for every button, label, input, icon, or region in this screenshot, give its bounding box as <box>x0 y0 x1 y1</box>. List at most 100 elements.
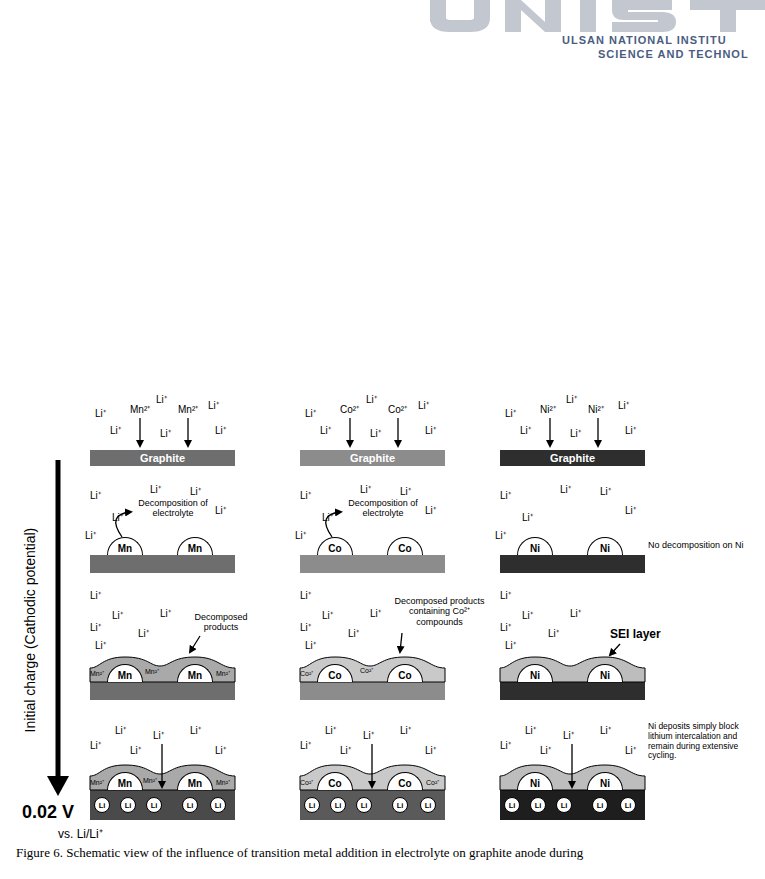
annotation: Li⁺ <box>425 425 436 437</box>
node-text: Mn <box>118 543 132 554</box>
annotation: vs. Li/Li⁺ <box>58 828 103 842</box>
annotation: Li⁺ <box>500 622 511 634</box>
annotation: Li⁺ <box>525 725 536 737</box>
ion-label: Co²⁺ <box>360 667 373 675</box>
node-text: Li <box>561 801 568 810</box>
annotation: Ni²⁺ <box>588 404 604 416</box>
logo <box>430 0 765 32</box>
node-text: Li <box>597 801 604 810</box>
lithium-ion: Li <box>420 797 436 813</box>
annotation: Li⁺ <box>215 425 226 437</box>
annotation: Li⁺ <box>325 725 336 737</box>
annotation: Li⁺ <box>90 740 101 752</box>
ion-label: Mn²⁺ <box>216 779 230 787</box>
lithium-ion: Li <box>120 797 136 813</box>
node-text: Li <box>335 801 342 810</box>
node-text: Mn <box>188 543 202 554</box>
charge-arrow <box>56 460 61 778</box>
annotation: Li⁺ <box>400 725 411 737</box>
ion-label: Mn²⁺ <box>145 668 159 676</box>
annotation: Li⁺ <box>85 530 96 542</box>
node-text: Li <box>397 801 404 810</box>
annotation: Li⁺ <box>625 505 636 517</box>
node-text: Co <box>398 670 411 681</box>
annotation: Li⁺ <box>322 512 333 524</box>
node-text: Ni <box>600 543 610 554</box>
annotation: Li⁺ <box>370 608 381 620</box>
annotation: Li⁺ <box>112 512 123 524</box>
node-text: Li <box>509 801 516 810</box>
annotation: Li⁺ <box>522 512 533 524</box>
annotation: Li⁺ <box>500 490 511 502</box>
annotation: Li⁺ <box>548 628 559 640</box>
graphite-bar: Graphite <box>300 450 445 466</box>
annotation: Li⁺ <box>90 622 101 634</box>
annotation: Li⁺ <box>348 628 359 640</box>
annotation: Li⁺ <box>190 725 201 737</box>
node-text: Ni <box>530 778 540 789</box>
annotation: Li⁺ <box>425 745 436 757</box>
node-text: Mn <box>188 778 202 789</box>
annotation: Li⁺ <box>95 640 106 652</box>
annotation: Li⁺ <box>360 484 371 496</box>
node-text: Mn <box>118 670 132 681</box>
node-text: Ni <box>530 543 540 554</box>
lithium-ion: Li <box>556 797 572 813</box>
annotation: Ni deposits simply block lithium interca… <box>648 722 758 761</box>
ion-label: Mn²⁺ <box>143 777 157 785</box>
annotation: Li⁺ <box>566 394 577 406</box>
annotation: Li⁺ <box>505 640 516 652</box>
annotation: Li⁺ <box>625 425 636 437</box>
annotation: Li⁺ <box>305 640 316 652</box>
metal-deposit: Ni <box>587 537 623 555</box>
node-text: Li <box>425 801 432 810</box>
annotation: Li⁺ <box>340 745 351 757</box>
node-text: Li <box>361 801 368 810</box>
metal-deposit: Co <box>387 537 423 555</box>
lithium-ion: Li <box>182 797 198 813</box>
node-text: Co <box>328 543 341 554</box>
annotation: Li⁺ <box>500 590 511 602</box>
node-text: Li <box>535 801 542 810</box>
annotation: Li⁺ <box>522 610 533 622</box>
annotation: Li⁺ <box>190 486 201 498</box>
annotation: Li⁺ <box>208 400 219 412</box>
lithium-ion: Li <box>210 797 226 813</box>
annotation: Li⁺ <box>305 408 316 420</box>
ion-label: Co²⁺ <box>300 779 313 787</box>
figure-caption: Figure 6. Schematic view of the influenc… <box>16 846 583 861</box>
annotation: Li⁺ <box>300 490 311 502</box>
node-text: Co <box>398 778 411 789</box>
annotation: Ni²⁺ <box>540 404 556 416</box>
annotation: Li⁺ <box>295 530 306 542</box>
graphite-bars <box>90 555 645 820</box>
node-text: Li <box>625 801 632 810</box>
node-text: Graphite <box>550 452 595 464</box>
annotation: Li⁺ <box>215 745 226 757</box>
annotation: Li⁺ <box>560 484 571 496</box>
annotation: Li⁺ <box>160 608 171 620</box>
node-text: Mn <box>188 670 202 681</box>
annotation: SCIENCE AND TECHNOL <box>598 48 749 61</box>
annotation: Li⁺ <box>112 610 123 622</box>
metal-deposit: Ni <box>517 537 553 555</box>
annotation: Li⁺ <box>366 394 377 406</box>
node-text: Li <box>151 801 158 810</box>
metal-deposit: Mn <box>177 537 213 555</box>
annotation: Li⁺ <box>505 408 516 420</box>
metal-deposit: Co <box>317 537 353 555</box>
annotation: Decomposition of electrolyte <box>135 498 211 519</box>
annotation: Li⁺ <box>400 486 411 498</box>
lithium-ion: Li <box>146 797 162 813</box>
graphite-bar: Graphite <box>500 450 645 466</box>
lithium-ion: Li <box>504 797 520 813</box>
annotation: Li⁺ <box>90 490 101 502</box>
annotation: Li⁺ <box>425 505 436 517</box>
annotation: Li⁺ <box>563 730 574 742</box>
annotation: Li⁺ <box>363 730 374 742</box>
annotation: Li⁺ <box>300 740 311 752</box>
node-text: Co <box>328 778 341 789</box>
node-text: Li <box>187 801 194 810</box>
lithium-ion: Li <box>530 797 546 813</box>
